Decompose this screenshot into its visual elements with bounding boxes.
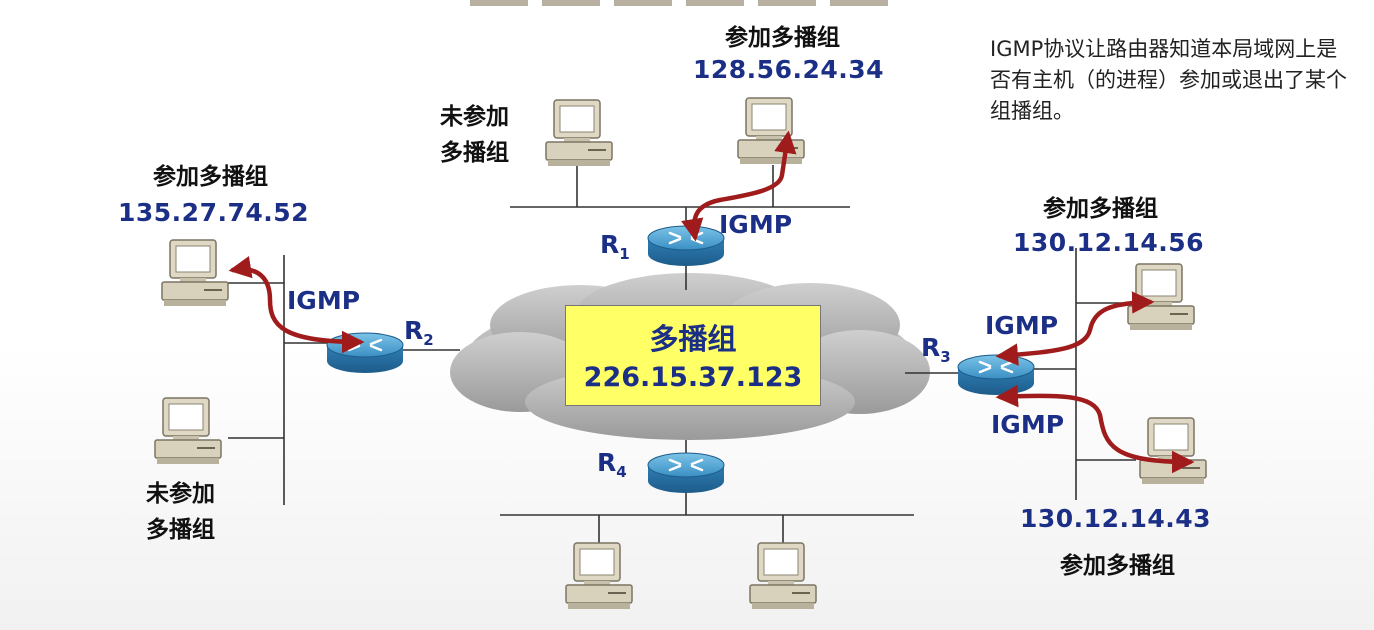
router-r2-icon bbox=[325, 331, 405, 375]
igmp-label-r3-upper: IGMP bbox=[985, 311, 1059, 340]
slide-nav-strip bbox=[758, 0, 816, 6]
multicast-group-title: 多播组 bbox=[649, 322, 737, 356]
igmp-explanation-note: IGMP协议让路由器知道本局域网上是否有主机（的进程）参加或退出了某个组播组。 bbox=[990, 37, 1347, 123]
router-r1-label: R1 bbox=[600, 230, 630, 263]
host-bottom-right-icon bbox=[749, 542, 817, 610]
host-left-joined-ip: 135.27.74.52 bbox=[118, 198, 310, 227]
multicast-group-box: 多播组 226.15.37.123 bbox=[565, 305, 821, 406]
igmp-label-r1: IGMP bbox=[719, 210, 793, 239]
host-right-top-joined-status: 参加多播组 bbox=[1043, 196, 1158, 222]
host-top-not-joined-line1: 未参加 bbox=[440, 104, 509, 130]
router-r3-icon bbox=[956, 353, 1036, 397]
host-right-bottom-joined-ip: 130.12.14.43 bbox=[1020, 504, 1212, 533]
igmp-label-r3-lower: IGMP bbox=[991, 410, 1065, 439]
host-top-joined-icon bbox=[737, 97, 805, 165]
host-left-not-joined-line1: 未参加 bbox=[146, 481, 215, 507]
slide-nav-strip bbox=[542, 0, 600, 6]
host-right-top-joined-icon bbox=[1127, 263, 1195, 331]
host-right-bottom-joined-icon bbox=[1139, 417, 1207, 485]
slide-nav-strip bbox=[686, 0, 744, 6]
host-left-joined-icon bbox=[161, 239, 229, 307]
host-left-joined-status: 参加多播组 bbox=[153, 164, 268, 190]
router-r2-label: R2 bbox=[404, 316, 434, 349]
host-left-not-joined-line2: 多播组 bbox=[146, 517, 215, 543]
router-r4-label: R4 bbox=[597, 448, 627, 481]
host-right-top-joined-ip: 130.12.14.56 bbox=[1013, 228, 1205, 257]
router-r4-icon bbox=[646, 451, 726, 495]
host-left-not-joined-icon bbox=[154, 397, 222, 465]
host-bottom-left-icon bbox=[565, 542, 633, 610]
slide-nav-strip bbox=[614, 0, 672, 6]
slide-nav-strip bbox=[470, 0, 528, 6]
host-top-joined-ip: 128.56.24.34 bbox=[693, 55, 885, 84]
host-right-bottom-joined-status: 参加多播组 bbox=[1060, 553, 1175, 579]
host-top-joined-status: 参加多播组 bbox=[725, 25, 840, 51]
router-r3-label: R3 bbox=[921, 333, 951, 366]
host-top-not-joined-line2: 多播组 bbox=[440, 140, 509, 166]
igmp-label-r2: IGMP bbox=[287, 286, 361, 315]
slide-nav-strip bbox=[830, 0, 888, 6]
multicast-group-address: 226.15.37.123 bbox=[583, 362, 803, 393]
igmp-arrows bbox=[228, 130, 1195, 474]
router-r1-icon bbox=[646, 224, 726, 268]
host-top-not-joined-icon bbox=[545, 99, 613, 167]
